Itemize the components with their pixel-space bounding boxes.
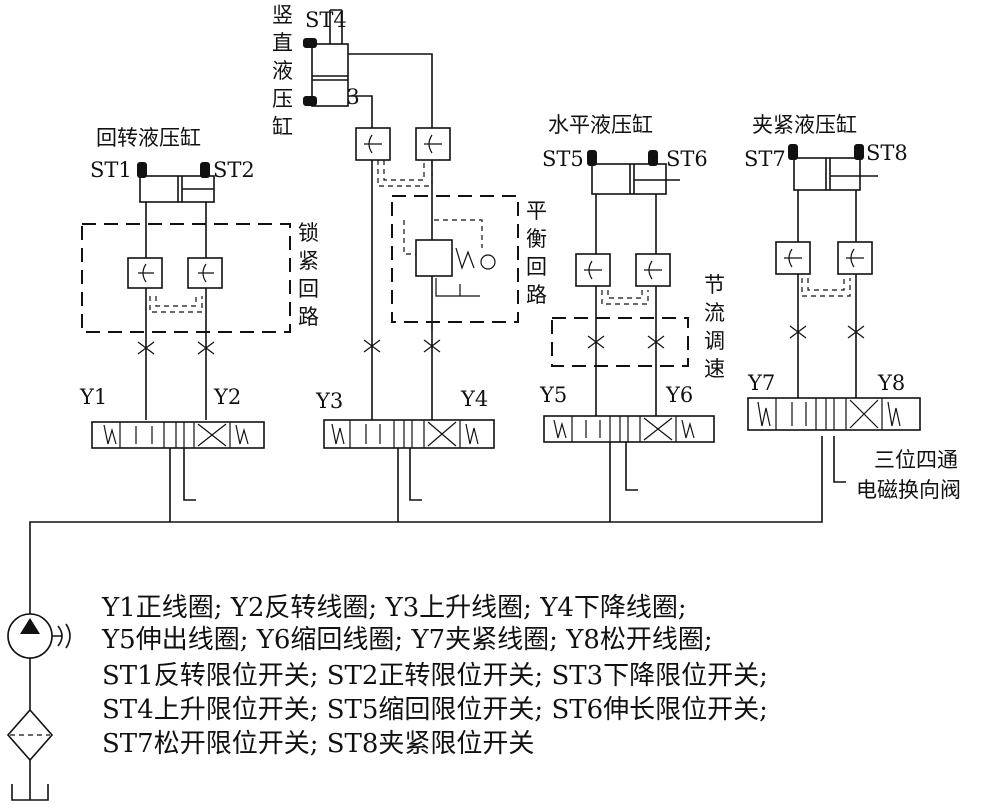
pressure-supply-line bbox=[29, 436, 823, 590]
lock-circuit-label-3: 回 bbox=[298, 277, 319, 301]
lock-circuit-label-1: 锁 bbox=[298, 221, 319, 245]
st1-switch-icon bbox=[137, 162, 147, 178]
valve-4 bbox=[747, 397, 921, 431]
lock-circuit-label-2: 紧 bbox=[298, 249, 319, 273]
rotary-cylinder-label: 回转液压缸 bbox=[96, 126, 201, 150]
throttle-valve-icon bbox=[137, 341, 215, 355]
throttle-label-2: 流 bbox=[704, 301, 725, 325]
st5-switch-icon bbox=[587, 150, 597, 166]
relief-valve-icon bbox=[415, 239, 453, 277]
valve-1 bbox=[91, 421, 265, 449]
st8-switch-icon bbox=[854, 144, 864, 160]
vertical-cylinder bbox=[311, 43, 349, 107]
legend-line-4: ST4上升限位开关; ST5缩回限位开关; ST6伸长限位开关; bbox=[102, 695, 768, 725]
y2-label: Y2 bbox=[213, 385, 241, 409]
legend-line-5: ST7松开限位开关; ST8夹紧限位开关 bbox=[102, 729, 534, 759]
st4-switch-icon bbox=[303, 38, 317, 48]
oil-tank-icon bbox=[11, 760, 49, 801]
y6-label: Y6 bbox=[665, 383, 693, 407]
pump-arrow-icon bbox=[20, 618, 40, 634]
valve-type-label-line1: 三位四通 bbox=[874, 448, 958, 472]
solenoid-y7-icon bbox=[757, 401, 771, 427]
valve-3 bbox=[543, 415, 715, 443]
solenoid-y6-icon bbox=[681, 419, 695, 439]
solenoid-y4-icon bbox=[465, 423, 479, 445]
y3-label: Y3 bbox=[315, 389, 343, 413]
throttle-label-4: 速 bbox=[704, 357, 725, 381]
check-valve-ball-icon bbox=[480, 254, 496, 270]
solenoid-y1-icon bbox=[103, 424, 117, 445]
solenoid-y8-icon bbox=[887, 401, 901, 427]
balance-circuit-label-2: 衡 bbox=[526, 227, 547, 251]
y8-label: Y8 bbox=[877, 371, 905, 395]
return-lines bbox=[183, 436, 846, 501]
solenoid-y5-icon bbox=[553, 419, 567, 439]
balance-circuit-label-1: 平 bbox=[526, 199, 547, 223]
clamp-cylinder bbox=[793, 157, 861, 191]
throttle-label-1: 节 bbox=[704, 273, 725, 297]
switch-labels: ST1 ST2 ST3 ST4 ST5 ST6 ST7 ST8 bbox=[90, 8, 908, 182]
st2-switch-icon bbox=[200, 162, 210, 178]
spring-icon bbox=[455, 247, 475, 270]
horizontal-cylinder bbox=[591, 163, 667, 195]
throttle-valve-icon bbox=[789, 325, 865, 339]
lock-circuit-label-4: 路 bbox=[298, 305, 319, 329]
clamp-cylinder-label: 夹紧液压缸 bbox=[752, 113, 857, 137]
y1-label: Y1 bbox=[79, 385, 107, 409]
st4-label: ST4 bbox=[305, 8, 347, 32]
st7-switch-icon bbox=[788, 144, 798, 160]
vertical-cylinder-label-5: 缸 bbox=[272, 115, 293, 139]
cylinder-labels: 回转液压缸 水平液压缸 夹紧液压缸 竖 直 液 压 缸 bbox=[96, 3, 857, 150]
throttle-valve-icon bbox=[587, 335, 665, 349]
valve-type-label-line2: 电磁换向阀 bbox=[856, 478, 961, 502]
rotary-circuit bbox=[81, 162, 291, 420]
st7-label: ST7 bbox=[744, 147, 786, 171]
valve-2 bbox=[323, 419, 495, 449]
vertical-circuit bbox=[303, 9, 519, 420]
solenoid-y2-icon bbox=[235, 424, 249, 445]
throttle-label-3: 调 bbox=[704, 329, 725, 353]
st5-label: ST5 bbox=[542, 147, 584, 171]
clamp-circuit bbox=[775, 144, 878, 398]
lock-circuit-box bbox=[81, 223, 291, 333]
pump-unit bbox=[6, 590, 71, 801]
vertical-cylinder-label-2: 直 bbox=[272, 31, 293, 55]
st2-label: ST2 bbox=[213, 158, 255, 182]
st6-label: ST6 bbox=[666, 147, 708, 171]
y4-label: Y4 bbox=[460, 387, 488, 411]
legend-line-3: ST1反转限位开关; ST2正转限位开关; ST3下降限位开关; bbox=[102, 661, 768, 691]
st8-label: ST8 bbox=[866, 141, 908, 165]
legend-line-1: Y1正线圈; Y2反转线圈; Y3上升线圈; Y4下降线圈; bbox=[101, 593, 687, 623]
circuit-labels: 锁 紧 回 路 平 衡 回 路 节 流 调 速 bbox=[298, 199, 725, 381]
st3-switch-icon bbox=[303, 96, 317, 106]
coil-labels: Y1 Y2 Y3 Y4 Y5 Y6 Y7 Y8 bbox=[79, 371, 905, 413]
valve-type-label: 三位四通 电磁换向阀 bbox=[856, 448, 961, 502]
balance-circuit-label-3: 回 bbox=[526, 255, 547, 279]
balance-circuit-box bbox=[391, 195, 519, 323]
horizontal-cylinder-label: 水平液压缸 bbox=[548, 113, 653, 137]
y5-label: Y5 bbox=[539, 383, 567, 407]
vertical-cylinder-label-3: 液 bbox=[272, 59, 293, 83]
horizontal-circuit bbox=[551, 150, 689, 416]
vertical-cylinder-label-4: 压 bbox=[272, 87, 293, 111]
supply-branches bbox=[169, 440, 611, 522]
st6-switch-icon bbox=[648, 150, 658, 166]
legend-line-2: Y5伸出线圈; Y6缩回线圈; Y7夹紧线圈; Y8松开线圈; bbox=[101, 625, 713, 655]
y7-label: Y7 bbox=[747, 371, 775, 395]
legend: Y1正线圈; Y2反转线圈; Y3上升线圈; Y4下降线圈; Y5伸出线圈; Y… bbox=[101, 593, 768, 759]
solenoid-y3-icon bbox=[331, 423, 345, 445]
st1-label: ST1 bbox=[90, 158, 132, 182]
pump-motor-shaft-icon bbox=[52, 623, 71, 649]
balance-circuit-label-4: 路 bbox=[526, 283, 547, 307]
throttle-valve-icon bbox=[363, 339, 441, 353]
vertical-cylinder-label-1: 竖 bbox=[272, 3, 293, 27]
throttle-circuit-box bbox=[551, 317, 689, 367]
